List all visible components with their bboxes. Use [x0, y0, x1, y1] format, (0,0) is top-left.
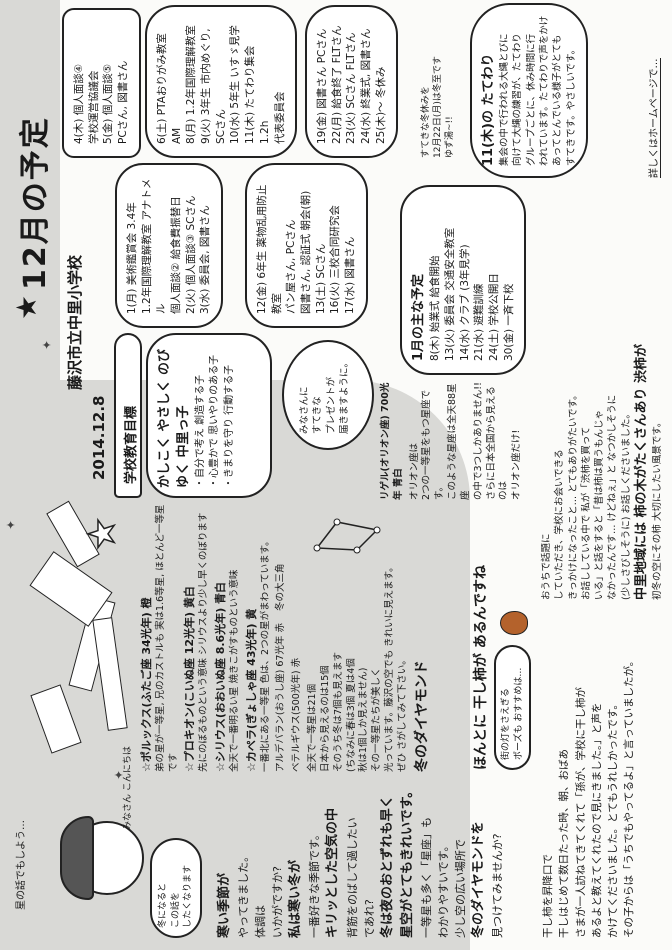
- hoshigaki-speech-bubble: 街の灯をさえぎるポーズも おすすめは…: [494, 645, 532, 770]
- star-icon: ★: [10, 294, 43, 320]
- sparkle-icon: ✦: [4, 519, 18, 530]
- intro-text: 寒い季節が やってきました。 体調は いかがですか? 私は寒い冬が 一番好きな季…: [217, 784, 505, 938]
- sparkle-icon: ✦: [40, 339, 54, 350]
- snowman-aside: 星の話でもしよう…: [16, 820, 27, 910]
- school-name: 藤沢市立中里小学校: [66, 254, 84, 390]
- hoshigaki-body: 干し柿を昇降口で干しはじめて数日たった時、朝、おばあさまが一人訪ねてきてくれて「…: [542, 655, 636, 938]
- school-goals: かしこく やさしく のびゆく 中里っ子 ・自分で考え 創造する子・心豊かで 思い…: [157, 348, 235, 488]
- winter-triangle-label: 冬の大三角: [275, 563, 287, 612]
- hoshigaki-heading: ほんとに 干し柿が あるんですね: [473, 564, 489, 770]
- goals-hat-label: 学校教育目標: [124, 405, 139, 484]
- school-goals-mascot: かしこく やさしく のびゆく 中里っ子 ・自分で考え 創造する子・心豊かで 思い…: [146, 333, 272, 498]
- snowman-character: [40, 810, 150, 920]
- persimmon-icon: [500, 611, 528, 635]
- issue-date: 2014.12.8: [90, 395, 108, 480]
- constellation-diagram: [313, 518, 381, 554]
- winter-stars-section: ☆ポルックス(ふたご座 34光年) 橙弟の星が一等星, 兄のカストルも 実は1.…: [140, 504, 431, 772]
- star-icon: ★: [81, 517, 124, 551]
- present-message: みなさんにすてきなプレゼントが届きますように。: [282, 340, 374, 450]
- winter-diamond-label: 冬のダイヤモンド: [413, 660, 430, 772]
- mascot-hat: 学校教育目標: [114, 333, 142, 498]
- star-procyon: ☆プロキオン(こいぬ座 12光年) 黄白先にのぼるものという意味 シリウスより少…: [183, 512, 210, 772]
- star-capella: ☆カペラ(ぎょしゃ座 43光年) 黄一番北にある一等星 色は、2つの星がまわって…: [244, 536, 271, 772]
- jump-rope-practice-note: 11(木)の たてわり集会の中で行われる大縄とびに向けて大縄の練習が、たてわりグ…: [470, 3, 588, 178]
- star-betelgeuse: ベテルギウス(500光年) 赤: [291, 657, 303, 772]
- page-title: 12月の予定: [18, 116, 53, 290]
- star-rigel: リゲル(オリオン座) 700光年 青白: [380, 382, 404, 500]
- snowman-speech-bubble: 冬になるとこの話をしたくなります: [150, 838, 202, 938]
- hoshigaki-body-continued: おうちで話題にしていただき、学校にお会いできるきっかけになったこと… とてもあり…: [541, 343, 664, 600]
- snowman-greeting: みなさん こんにちは: [123, 746, 133, 830]
- star-aldebaran: アルデバラン(おうし座) 67光年 赤: [275, 623, 287, 772]
- star-pollux: ☆ポルックス(ふたご座 34光年) 橙弟の星が一等星, 兄のカストルも 実は1.…: [140, 504, 179, 772]
- star-sirius: ☆シリウス(おおいぬ座 8.6光年) 青白全天で一番明るい星 焼きこがすものとい…: [214, 569, 240, 772]
- homepage-link[interactable]: 詳しくはホームページで…: [645, 58, 661, 178]
- newsletter-logo: ★: [20, 500, 135, 760]
- first-magnitude-note: 全天で一等星は21個日本から見えるのは15個そのうち冬は7個も見えます(ちなみに…: [307, 562, 408, 772]
- schedule-bubble-week3: 12(金) 6年生 薬物乱用防止教室パン屋さん, PCさん図書さん, 認証式 朝…: [245, 163, 368, 328]
